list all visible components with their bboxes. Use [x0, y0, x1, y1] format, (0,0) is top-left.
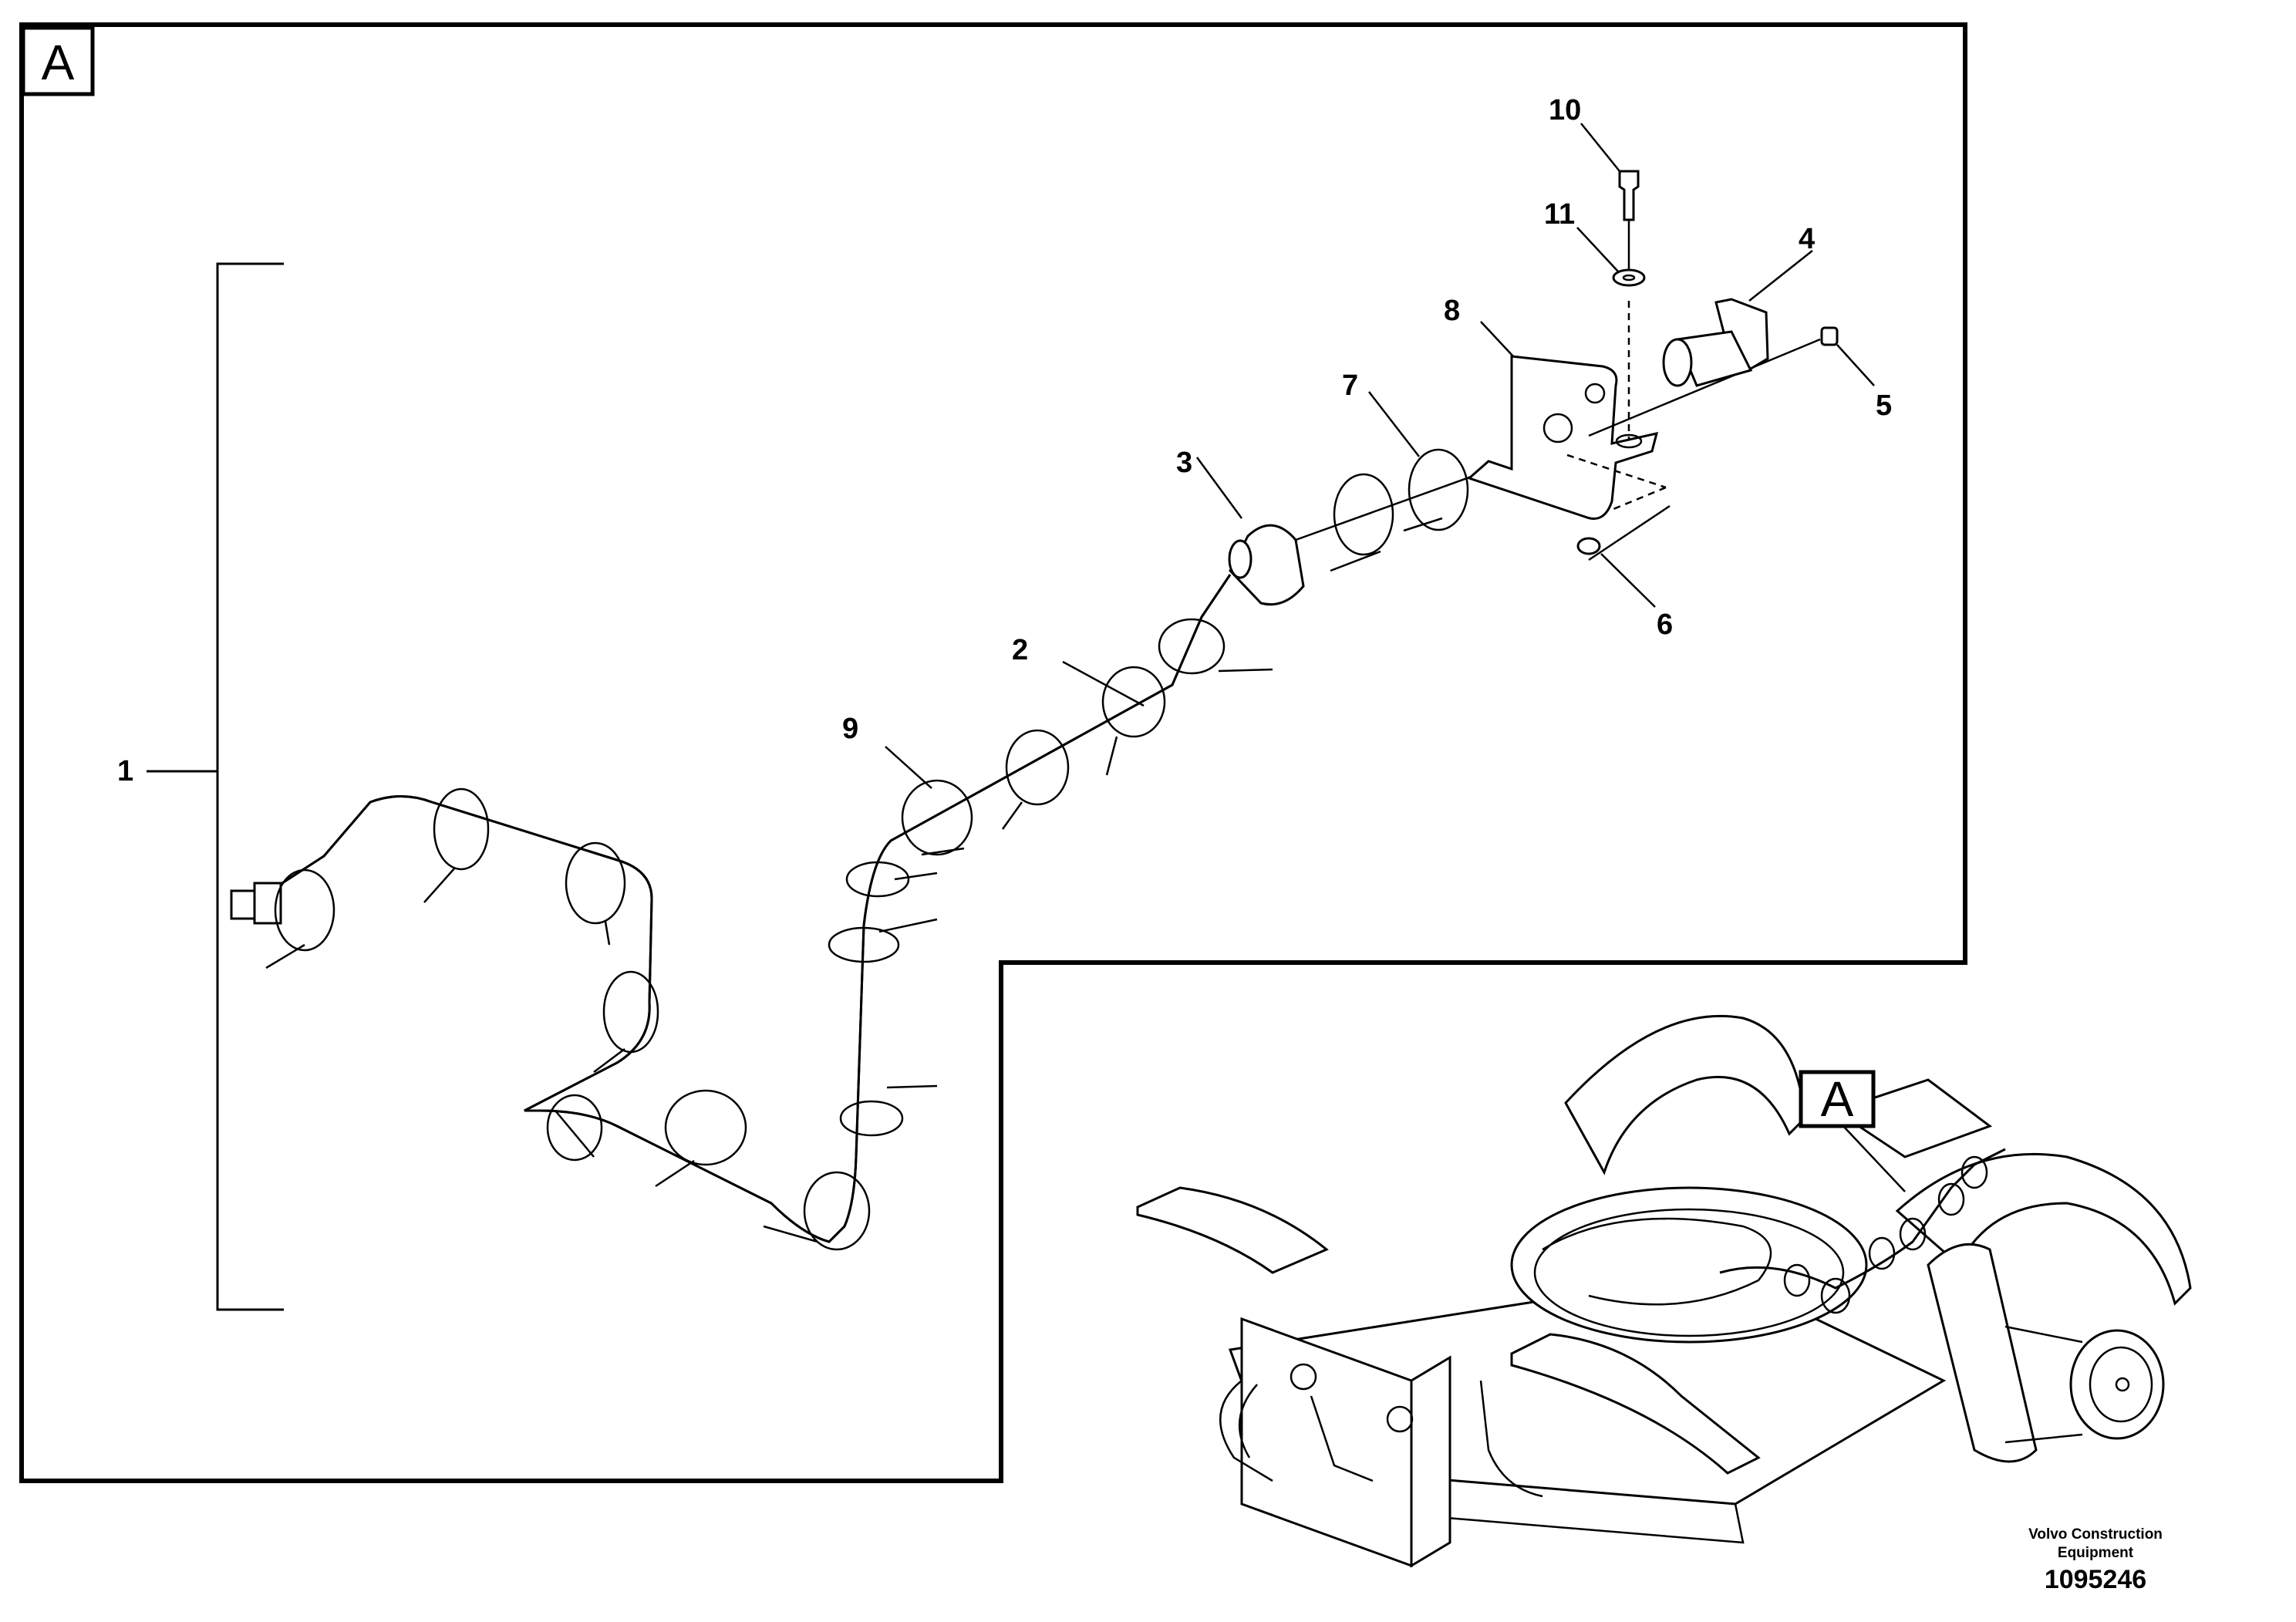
- view-label-box: A: [21, 25, 95, 96]
- washer-part-11: [1612, 268, 1646, 287]
- assembly-bracket: [147, 262, 284, 1311]
- bolt-part-5: [1820, 326, 1839, 346]
- callouts: 1 2 3 4 5 6 7 8 9 10 11: [117, 94, 1892, 787]
- callout-1: 1: [117, 755, 133, 787]
- pin-axis: [1588, 338, 1821, 437]
- detail-frame: [19, 22, 1967, 1483]
- callout-2: 2: [1012, 634, 1028, 666]
- overview-label-box: A: [1799, 1070, 1876, 1128]
- callout-10: 10: [1549, 94, 1581, 126]
- company-line-2: Equipment: [2057, 1545, 2134, 1561]
- screw-part-10: [1618, 170, 1640, 221]
- nut-part-6: [1576, 537, 1601, 555]
- bolt-axis: [1588, 504, 1671, 561]
- callout-7: 7: [1342, 369, 1358, 402]
- sleeve-part-3: [1228, 524, 1305, 606]
- wire-harness: [230, 574, 1232, 1243]
- cable-ties: [265, 618, 1273, 1251]
- alignment-lines: [1566, 301, 1701, 511]
- view-label: A: [42, 35, 75, 90]
- callout-6: 6: [1657, 609, 1673, 641]
- callout-8: 8: [1444, 295, 1460, 327]
- company-line-1: Volvo Construction: [2028, 1526, 2163, 1543]
- callout-4: 4: [1799, 223, 1815, 255]
- clamps-part-7: [1295, 448, 1489, 572]
- callout-3: 3: [1176, 447, 1192, 479]
- callout-11: 11: [1544, 198, 1575, 231]
- callout-5: 5: [1876, 389, 1892, 422]
- machine-overview: A: [1136, 1014, 2192, 1568]
- callout-9: 9: [842, 713, 858, 745]
- leader-lines: [885, 123, 1875, 789]
- solenoid-part-4: [1662, 298, 1769, 387]
- drawing-number: 1095246: [2044, 1565, 2147, 1594]
- publisher-credit: Volvo Construction Equipment 1095246: [2003, 1526, 2188, 1597]
- bracket-part-8: [1467, 355, 1659, 520]
- overview-label: A: [1821, 1071, 1854, 1127]
